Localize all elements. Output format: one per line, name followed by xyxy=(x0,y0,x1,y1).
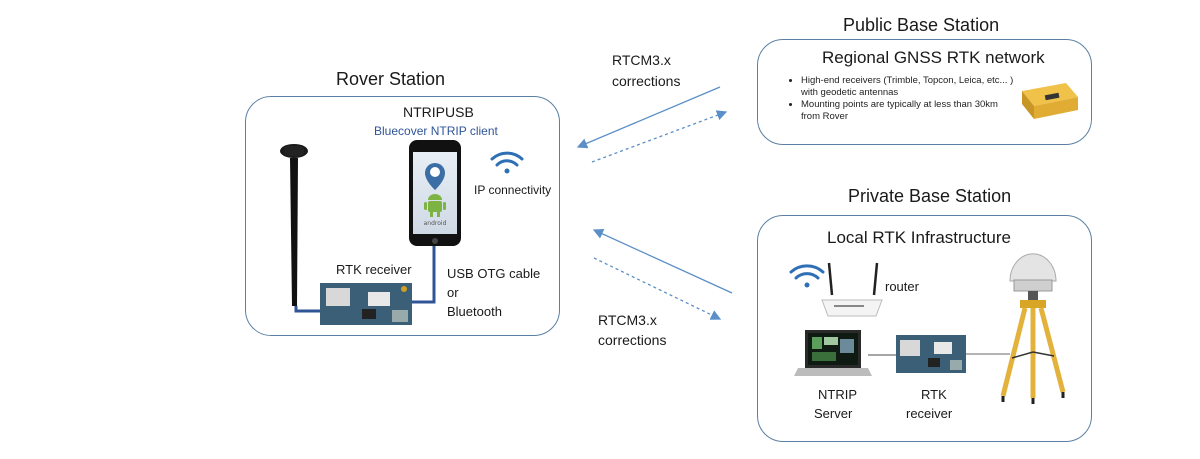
rover-rtk-receiver-label: RTK receiver xyxy=(336,262,412,277)
ntrip-client-label: Bluecover NTRIP client xyxy=(374,124,498,138)
bottom-rtcm-label: RTCM3.x xyxy=(598,312,657,328)
local-rtk-title: Local RTK Infrastructure xyxy=(827,228,1011,247)
top-corrections-label: corrections xyxy=(612,73,681,89)
private-rtk-line2: receiver xyxy=(906,406,953,421)
private-base-station-title: Private Base Station xyxy=(848,186,1012,206)
ip-connectivity-label: IP connectivity xyxy=(474,183,552,197)
usb-otg-label: USB OTG cable xyxy=(447,266,541,281)
bottom-corrections-label: corrections xyxy=(598,332,667,348)
laptop-icon xyxy=(794,330,872,376)
router-label: router xyxy=(885,279,919,294)
regional-network-title: Regional GNSS RTK network xyxy=(822,48,1045,67)
top-rtcm-label: RTCM3.x xyxy=(612,52,671,68)
top-arrow-dashed xyxy=(591,110,728,163)
top-arrow-solid xyxy=(576,86,721,149)
public-base-station-title: Public Base Station xyxy=(843,15,1000,35)
private-base-box xyxy=(757,215,1092,442)
router-icon xyxy=(821,262,883,317)
ntripusb-label: NTRIPUSB xyxy=(403,104,474,120)
private-rtk-line1: RTK xyxy=(921,387,947,402)
bottom-arrow-dashed xyxy=(593,257,722,320)
wifi-icon xyxy=(490,151,524,174)
smartphone-icon: android xyxy=(409,140,461,246)
ntrip-server-line2: Server xyxy=(814,406,853,421)
router-wifi-icon xyxy=(789,264,825,288)
gnss-antenna-icon xyxy=(280,144,308,306)
rover-station-title: Rover Station xyxy=(336,69,446,89)
geodetic-receiver-icon xyxy=(1022,83,1078,119)
rover-rtk-board-icon xyxy=(320,283,412,325)
bottom-arrow-solid xyxy=(592,229,733,294)
bullet-item: Mounting points are typically at less th… xyxy=(801,99,1017,123)
public-bullets: High-end receivers (Trimble, Topcon, Lei… xyxy=(785,75,1017,123)
android-text: android xyxy=(424,220,447,227)
or-label: or xyxy=(447,285,459,300)
bluetooth-label: Bluetooth xyxy=(447,304,502,319)
ntrip-server-line1: NTRIP xyxy=(818,387,857,402)
tripod-antenna-icon xyxy=(1000,253,1066,404)
bullet-item: High-end receivers (Trimble, Topcon, Lei… xyxy=(801,75,1017,99)
private-rtk-board-icon xyxy=(896,335,966,373)
